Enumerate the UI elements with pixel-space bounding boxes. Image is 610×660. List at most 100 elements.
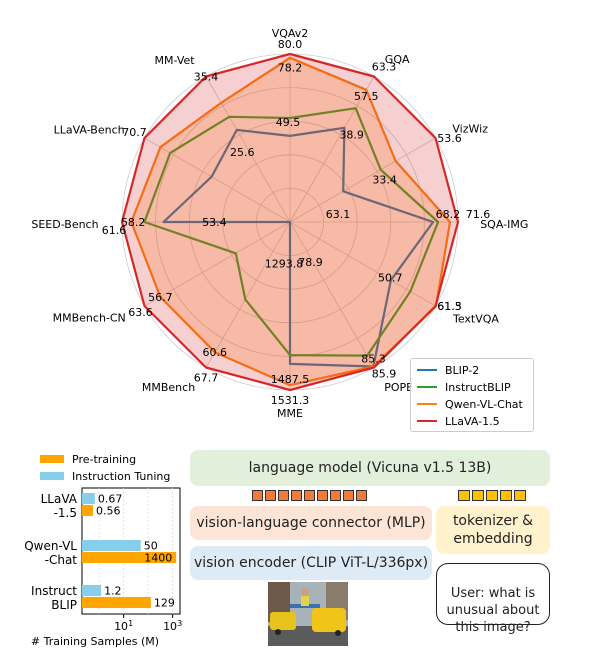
radar-series-qwen-vl-chat (130, 56, 452, 387)
bar-category-label-0-0: LLaVA (41, 492, 78, 506)
bar-pre-training-0 (82, 505, 93, 516)
radar-value-label-6: 53.6 (437, 132, 462, 145)
visual-token-6 (330, 490, 341, 501)
bar-plot-frame (81, 487, 181, 615)
radar-value-label-4: 57.5 (354, 90, 379, 103)
radar-spoke-10 (144, 137, 291, 223)
bar-pre-training-2 (82, 597, 151, 608)
radar-value-label-9: 68.2 (436, 208, 461, 221)
text-token-4 (514, 490, 526, 501)
image-taxi-right (312, 608, 346, 632)
legend-entry-blip2: BLIP-2 (417, 363, 479, 377)
tokenizer-label: tokenizer & embedding (452, 513, 534, 547)
image-wheel-right (335, 630, 341, 636)
visual-token-4 (304, 490, 315, 501)
text-tokens (458, 490, 538, 502)
image-man-head (301, 588, 309, 596)
bar-pre-training-1 (82, 552, 177, 563)
bar-xlabel: # Training Samples (M) (31, 635, 159, 648)
connector-box: vision-language connector (MLP) (190, 506, 432, 540)
visual-token-7 (343, 490, 354, 501)
visual-token-0 (252, 490, 263, 501)
visual-token-2 (278, 490, 289, 501)
legend-line-qwen (417, 403, 437, 405)
radar-spoke-7 (205, 221, 291, 368)
radar-value-label-12: 61.3 (437, 300, 462, 313)
connector-label: vision-language connector (MLP) (196, 515, 426, 531)
radar-axis-label-1: GQA (385, 53, 410, 66)
text-token-2 (486, 490, 498, 501)
radar-axis-label-0: VQAv2 (272, 27, 309, 40)
radar-value-label-15: 85.9 (372, 368, 397, 381)
radar-spoke-8 (144, 221, 291, 307)
bar-value-label-1-1: 1400 (144, 552, 172, 565)
radar-value-label-16: 78.9 (298, 256, 323, 269)
radar-value-label-2: 49.5 (276, 116, 301, 129)
radar-axis-label-8: MMBench-CN (53, 311, 126, 324)
legend-entry-instruction: Instruction Tuning (40, 469, 170, 483)
bar-value-label-0-2: 1.2 (104, 585, 122, 598)
user-query-bubble: User: what is unusual about this image? (436, 563, 550, 635)
language-model-label: language model (Vicuna v1.5 13B) (248, 460, 492, 476)
bar-value-label-1-0: 0.56 (96, 505, 121, 518)
visual-token-5 (317, 490, 328, 501)
radar-spoke-11 (205, 76, 291, 223)
legend-label-blip2: BLIP-2 (445, 363, 480, 377)
radar-spoke-2 (289, 137, 436, 223)
radar-value-label-8: 71.6 (466, 208, 491, 221)
visual-token-3 (291, 490, 302, 501)
bar-category-label-2-0: Instruct (31, 584, 77, 598)
radar-value-label-17: 1531.3 (271, 394, 310, 407)
bar-value-label-0-1: 50 (144, 540, 158, 553)
radar-value-label-27: 70.7 (122, 126, 147, 139)
image-taxi-left (270, 612, 296, 630)
radar-value-label-7: 33.4 (372, 174, 397, 187)
radar-series-instructblip (143, 107, 440, 357)
radar-axis-label-7: MMBench (142, 381, 195, 394)
tokenizer-box: tokenizer & embedding (436, 506, 550, 554)
radar-axis-label-6: MME (277, 407, 303, 420)
radar-series-llava-1-5 (120, 52, 460, 392)
radar-value-label-29: 35.4 (194, 71, 219, 84)
radar-value-label-5: 38.9 (339, 129, 364, 142)
legend-label-qwen: Qwen-VL-Chat (445, 397, 523, 411)
radar-value-label-3: 63.3 (372, 61, 397, 74)
radar-axis-label-4: TextVQA (452, 312, 499, 325)
visual-token-1 (265, 490, 276, 501)
bar-category-label-1-0: Qwen-VL (24, 539, 77, 553)
encoder-label: vision encoder (CLIP ViT-L/336px) (193, 555, 429, 571)
radar-value-label-14: 85.3 (361, 353, 386, 366)
radar-value-label-19: 1293.8 (265, 258, 304, 271)
radar-axis-label-9: SEED-Bench (31, 218, 98, 231)
radar-value-label-21: 60.6 (203, 346, 228, 359)
bar-category-label-1-1: -Chat (45, 553, 78, 567)
legend-label-llava: LLaVA-1.5 (445, 414, 500, 428)
radar-series-blip-2 (162, 126, 435, 368)
input-image (268, 582, 348, 646)
radar-value-label-18: 1487.5 (271, 373, 310, 386)
legend-swatch-instruction (40, 472, 64, 480)
legend-line-blip2 (417, 369, 437, 371)
bar-category-label-0-1: -1.5 (54, 506, 77, 520)
text-token-3 (500, 490, 512, 501)
radar-value-label-0: 80.0 (278, 38, 303, 51)
radar-spoke-5 (289, 221, 375, 368)
legend-entry-qwen: Qwen-VL-Chat (417, 397, 523, 411)
user-query-text: User: what is unusual about this image? (446, 586, 540, 635)
radar-value-label-13: 50.7 (378, 272, 403, 285)
bar-value-label-0-0: 0.67 (98, 493, 123, 506)
legend-entry-instructblip: InstructBLIP (417, 380, 511, 394)
legend-label-instructblip: InstructBLIP (445, 380, 511, 394)
legend-entry-pretraining: Pre-training (40, 452, 136, 466)
radar-value-label-28: 25.6 (230, 146, 255, 159)
radar-value-label-24: 61.6 (102, 224, 127, 237)
legend-line-instructblip (417, 386, 437, 388)
bar-legend: Pre-training Instruction Tuning (40, 452, 190, 486)
encoder-box: vision encoder (CLIP ViT-L/336px) (190, 546, 432, 580)
legend-swatch-pretraining (40, 455, 64, 463)
radar-axis-label-11: MM-Vet (155, 54, 196, 67)
bar-xtick-label-0: 101 (114, 619, 133, 633)
legend-line-llava (417, 420, 437, 422)
radar-legend: BLIP-2 InstructBLIP Qwen-VL-Chat LLaVA-1… (410, 358, 534, 432)
radar-value-label-22: 63.6 (128, 306, 153, 319)
